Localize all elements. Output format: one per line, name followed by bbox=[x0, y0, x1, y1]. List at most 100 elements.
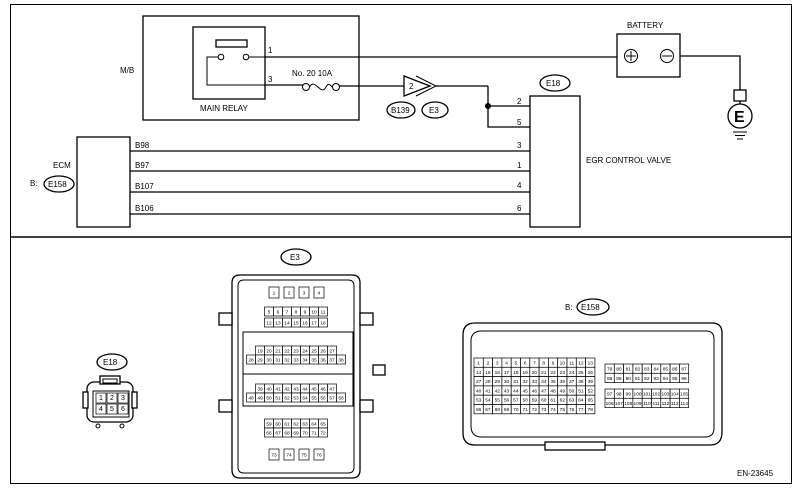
pin-number: 64 bbox=[311, 421, 317, 427]
pin-number: 60 bbox=[541, 398, 547, 404]
pin-number: 108 bbox=[624, 401, 632, 407]
pin-number: 7 bbox=[286, 309, 289, 315]
pin-number: 76 bbox=[316, 452, 322, 458]
pin-number: 26 bbox=[320, 348, 326, 354]
pin-number: 5 bbox=[110, 406, 114, 413]
pin-number: 5 bbox=[515, 360, 518, 366]
e158-inner-outline bbox=[470, 330, 715, 438]
pin-number: 8 bbox=[295, 309, 298, 315]
pin-number: 2 bbox=[110, 395, 114, 402]
pin-number: 63 bbox=[569, 398, 575, 404]
pin-number: 56 bbox=[320, 395, 326, 401]
ecm-conn-e158 bbox=[43, 175, 75, 193]
pin-cell bbox=[313, 448, 325, 461]
pin-cell bbox=[336, 392, 346, 403]
junction-node bbox=[485, 103, 491, 109]
pin-number: 51 bbox=[275, 395, 281, 401]
pin-number: 17 bbox=[504, 370, 510, 376]
pin-number: 36 bbox=[560, 379, 566, 385]
pin-number: 63 bbox=[302, 421, 308, 427]
pin-number: 22 bbox=[550, 370, 556, 376]
pin-number: 93 bbox=[653, 376, 659, 382]
relay-contact-left bbox=[217, 53, 225, 61]
e3-side-tab-right-top bbox=[359, 312, 374, 326]
pin-number: 15 bbox=[293, 320, 299, 326]
pin-number: 25 bbox=[578, 370, 584, 376]
pin-cell bbox=[106, 392, 118, 404]
ground-label: E bbox=[734, 109, 745, 126]
pin-number: 58 bbox=[522, 398, 528, 404]
pin-number: 5 bbox=[268, 309, 271, 315]
e18-pin-area bbox=[92, 390, 130, 418]
pin-number: 6 bbox=[277, 309, 280, 315]
pin-number: 31 bbox=[513, 379, 519, 385]
pin-number: 46 bbox=[320, 386, 326, 392]
pin-number: 3 bbox=[121, 395, 125, 402]
joint-connector-arrow bbox=[403, 75, 432, 97]
pin-number: 45 bbox=[522, 388, 528, 394]
pin-number: 69 bbox=[504, 407, 510, 413]
egr-pin-4: 4 bbox=[517, 181, 522, 190]
pin-number: 113 bbox=[671, 401, 679, 407]
pin-number: 2 bbox=[487, 360, 490, 366]
ecm-box bbox=[76, 136, 131, 228]
pin-number: 77 bbox=[578, 407, 584, 413]
e3-inner-outline bbox=[237, 279, 355, 474]
pin-number: 40 bbox=[266, 386, 272, 392]
pin-number: 53 bbox=[476, 398, 482, 404]
e18-side-tab-left bbox=[82, 391, 89, 409]
pin-number: 46 bbox=[532, 388, 538, 394]
pin-number: 68 bbox=[495, 407, 501, 413]
pin-number: 75 bbox=[560, 407, 566, 413]
main-relay-label: MAIN RELAY bbox=[200, 104, 249, 113]
pin-number: 111 bbox=[653, 401, 661, 407]
pin-cell bbox=[298, 286, 310, 299]
pin-number: 18 bbox=[513, 370, 519, 376]
pin-number: 34 bbox=[541, 379, 547, 385]
e158-latch bbox=[544, 441, 606, 451]
pin-cell bbox=[585, 404, 596, 415]
pin-number: 21 bbox=[275, 348, 281, 354]
e18-latch bbox=[99, 375, 121, 385]
relay-pin-1: 1 bbox=[268, 46, 273, 55]
pin-number: 24 bbox=[569, 370, 575, 376]
relay-contact-right bbox=[242, 53, 250, 61]
pin-number: 61 bbox=[550, 398, 556, 404]
pin-number: 85 bbox=[663, 366, 669, 372]
e3-lower-slot bbox=[242, 373, 354, 407]
relay-pin-3: 3 bbox=[268, 75, 273, 84]
fuse-label: No. 20 10A bbox=[292, 69, 333, 78]
pin-number: 33 bbox=[293, 357, 299, 363]
pin-number: 49 bbox=[257, 395, 263, 401]
pin-number: 20 bbox=[532, 370, 538, 376]
pin-number: 50 bbox=[266, 395, 272, 401]
e18-side-tab-right bbox=[131, 391, 138, 409]
e3-lock-bar bbox=[372, 364, 386, 376]
pin-number: 72 bbox=[320, 430, 326, 436]
pin-cell bbox=[283, 448, 295, 461]
pin-number: 30 bbox=[504, 379, 510, 385]
pin-number: 94 bbox=[663, 376, 669, 382]
pin-number: 6 bbox=[121, 406, 125, 413]
e3-title: E3 bbox=[290, 253, 300, 262]
pin-number: 102 bbox=[652, 391, 660, 397]
pin-number: 43 bbox=[293, 386, 299, 392]
joint-conn-b139 bbox=[386, 101, 416, 119]
pin-number: 12 bbox=[578, 360, 584, 366]
e3-side-tab-left-top bbox=[218, 312, 233, 326]
pin-number: 107 bbox=[615, 401, 623, 407]
pin-number: 65 bbox=[320, 421, 326, 427]
pin-cell bbox=[106, 403, 118, 415]
pin-number: 81 bbox=[626, 366, 632, 372]
pin-number: 12 bbox=[266, 320, 272, 326]
pin-number: 114 bbox=[680, 401, 688, 407]
pin-number: 1 bbox=[99, 395, 103, 402]
pin-number: 4 bbox=[318, 290, 321, 296]
pin-cell bbox=[318, 306, 328, 317]
pin-number: 18 bbox=[320, 320, 326, 326]
pin-number: 71 bbox=[522, 407, 528, 413]
pin-number: 65 bbox=[588, 398, 594, 404]
